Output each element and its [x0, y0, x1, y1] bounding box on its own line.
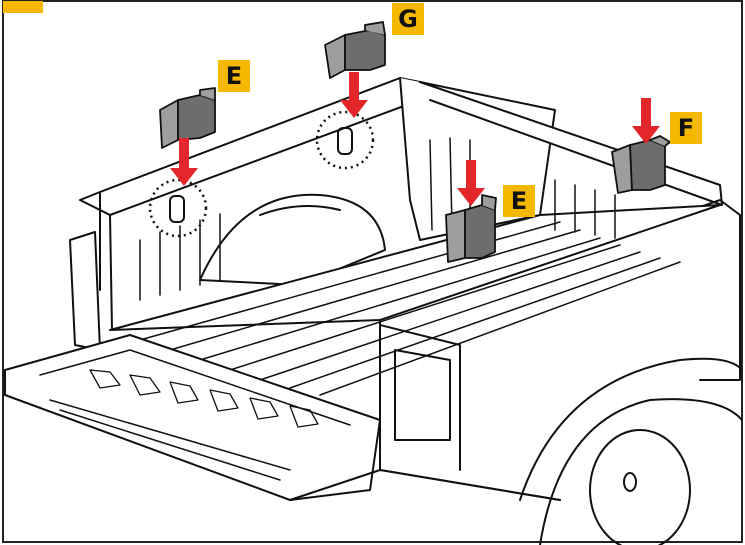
tailgate-edge: [39, 349, 351, 426]
tire-outline: [539, 398, 743, 545]
bracket-e-left: [159, 87, 216, 149]
bed-floor: [109, 204, 721, 331]
left-wall-ribs: [139, 213, 221, 301]
taillight: [394, 349, 451, 441]
callout-g: G: [392, 3, 424, 35]
wheel-center: [623, 472, 637, 492]
arrow-f: [632, 98, 660, 144]
mount-hole-circle-left: [148, 178, 208, 238]
mount-hole-middle: [337, 127, 353, 155]
tailgate: [4, 334, 381, 501]
bracket-f: [611, 135, 671, 194]
hump-detail: [259, 205, 341, 216]
bracket-e-right: [445, 194, 497, 263]
left-bed-rail: [79, 77, 421, 216]
left-tail-pillar: [69, 231, 101, 351]
install-arrows: [170, 72, 660, 206]
wheel-arch: [519, 357, 743, 501]
arrow-e-right: [457, 160, 485, 206]
arrow-e-left: [170, 138, 198, 186]
callout-e-left: E: [218, 60, 250, 92]
wheel-well-hump: [199, 193, 386, 286]
callout-f: F: [670, 112, 702, 144]
wheel-hub: [589, 429, 691, 545]
callout-e-right: E: [503, 185, 535, 217]
bracket-g: [324, 21, 386, 79]
corner-accent: [3, 1, 43, 13]
tailgate-lip: [49, 399, 291, 481]
arrow-g: [340, 72, 368, 118]
tailgate-embossing: [89, 369, 319, 428]
bumper-line: [289, 469, 561, 501]
mount-hole-circle-middle: [315, 110, 375, 170]
mount-hole-left: [169, 195, 185, 223]
rear-taillight-area: [379, 324, 461, 471]
floor-ribs: [139, 221, 681, 396]
bed-corner-post: [99, 191, 113, 331]
